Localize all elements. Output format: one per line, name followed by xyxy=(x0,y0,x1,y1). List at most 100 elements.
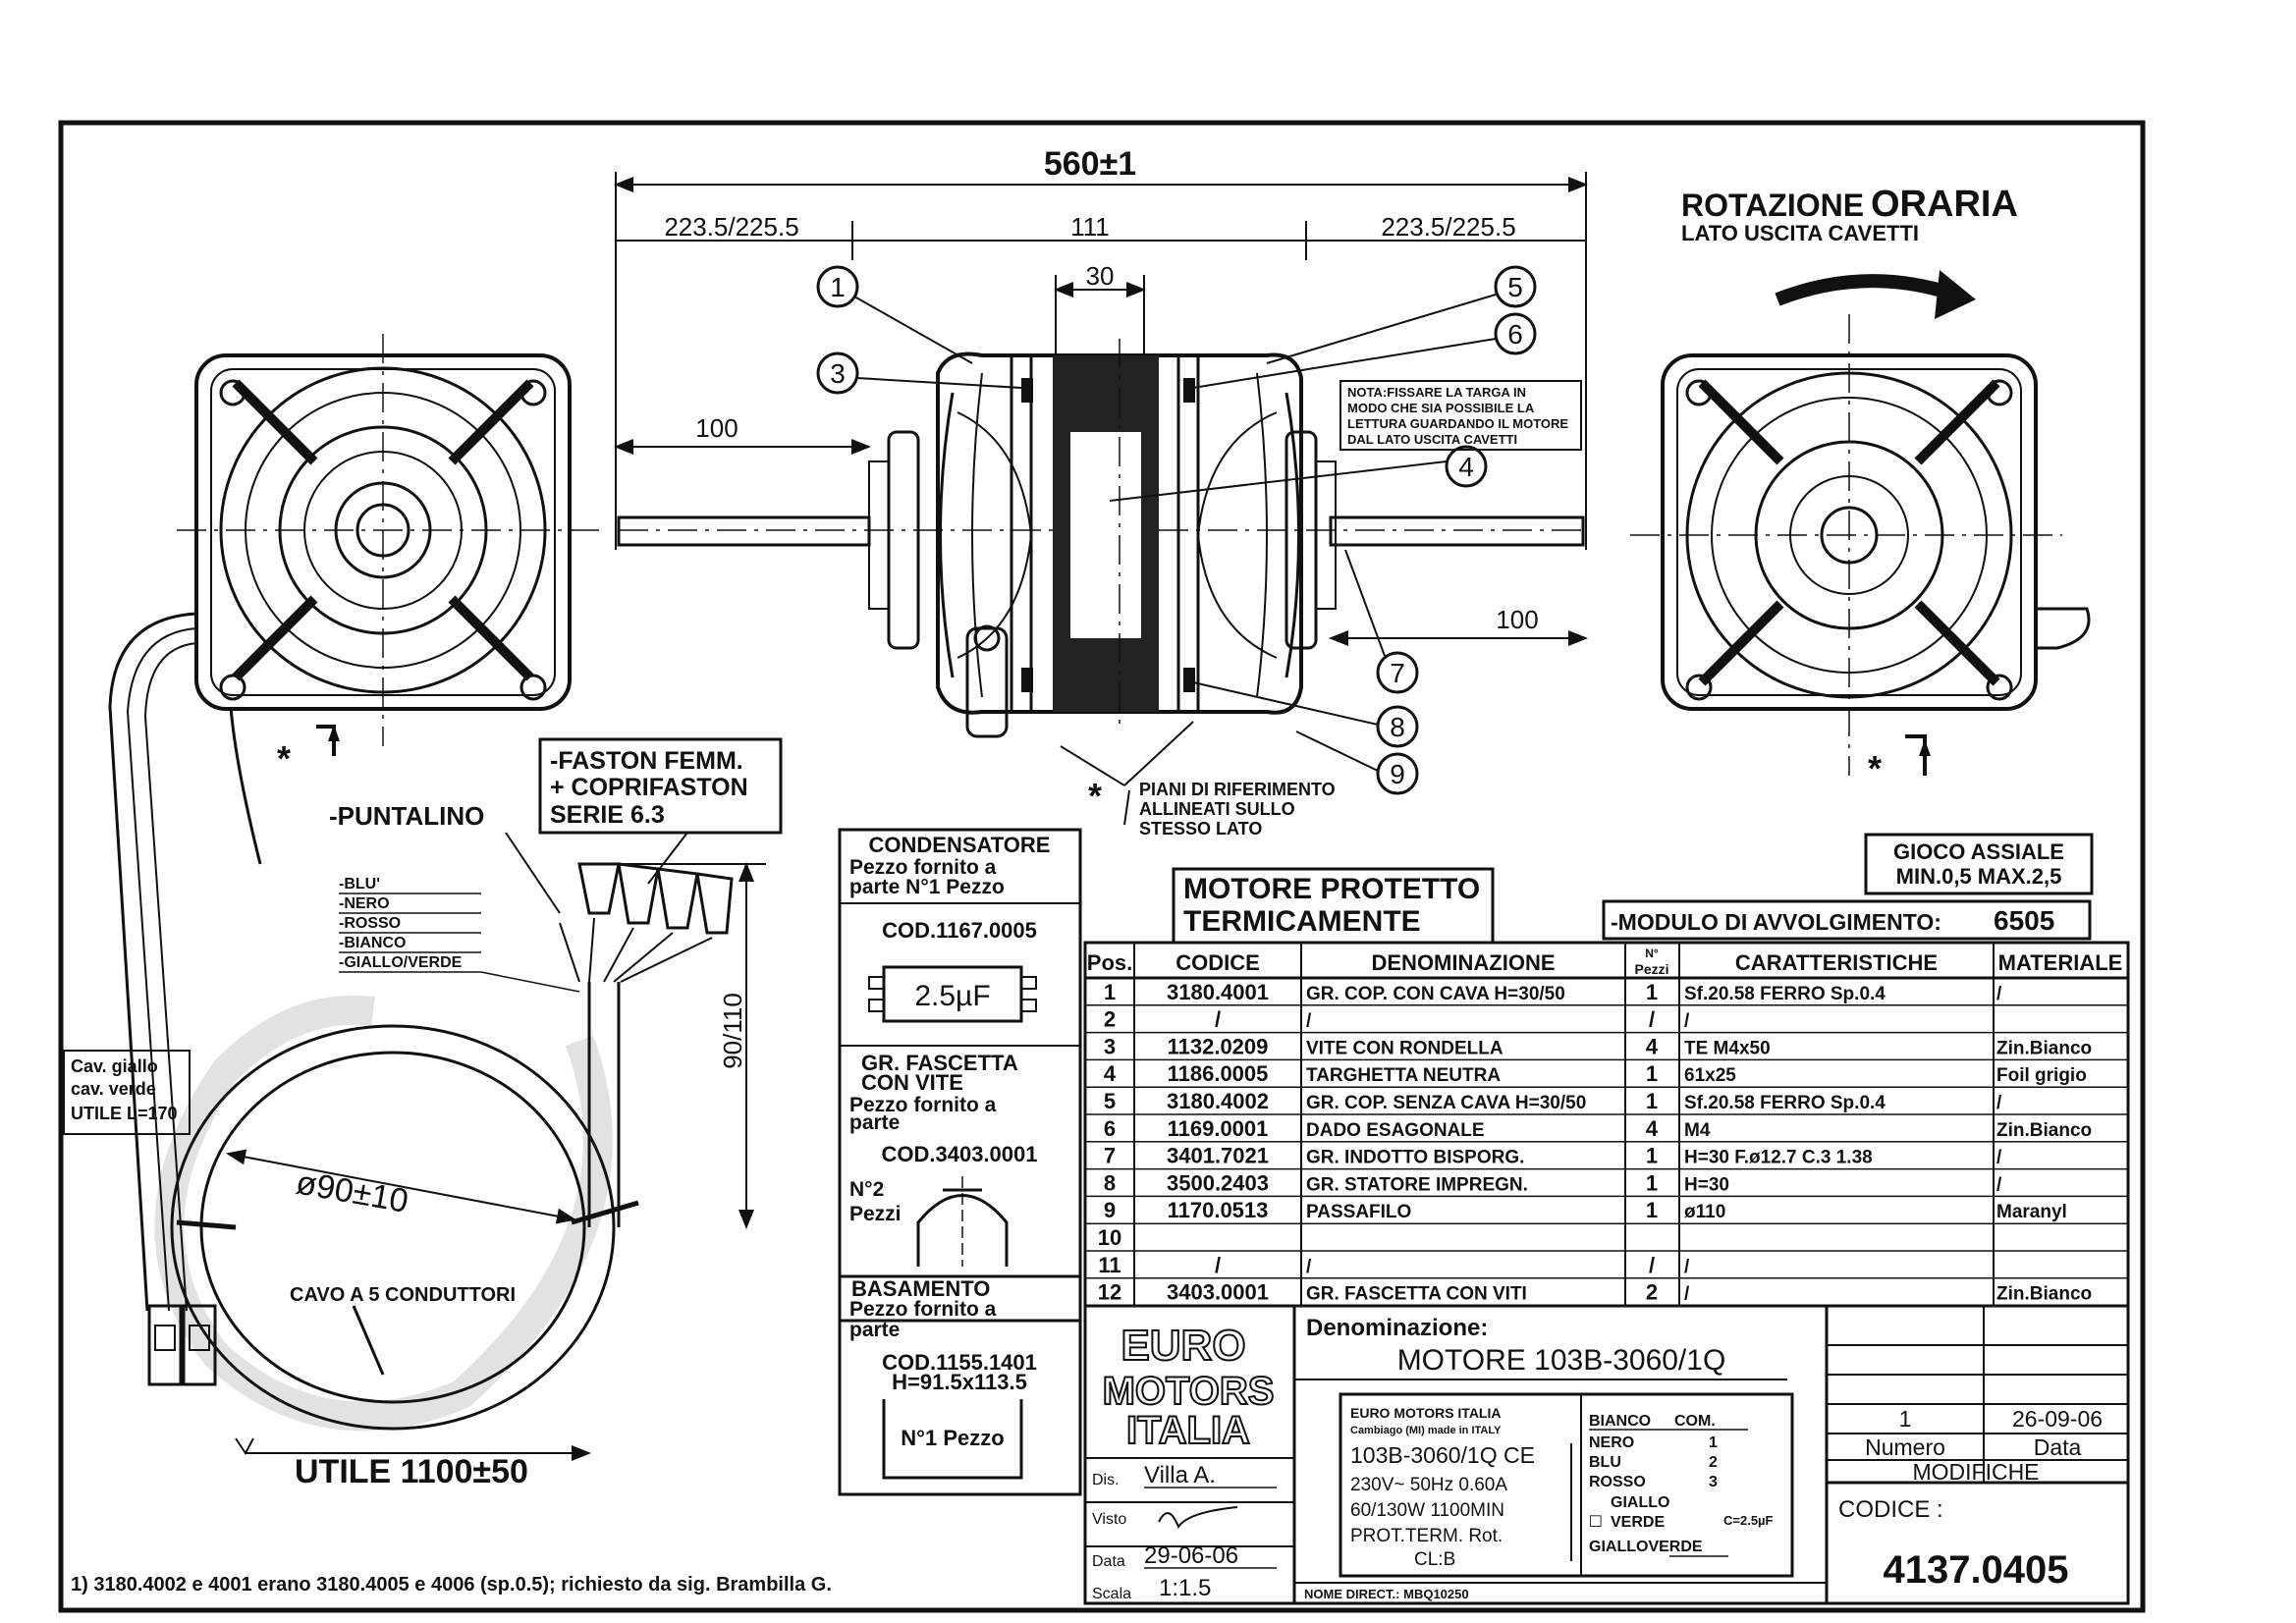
table-cell: 3401.7021 xyxy=(1167,1144,1269,1168)
svg-text:EURO MOTORS ITALIA: EURO MOTORS ITALIA xyxy=(1350,1405,1501,1421)
svg-text:Denominazione:: Denominazione: xyxy=(1306,1315,1488,1341)
svg-text:*: * xyxy=(277,738,291,779)
table-cell: / xyxy=(1649,1253,1655,1277)
callout-3: 3 xyxy=(830,358,846,389)
accessories-column: CONDENSATORE Pezzo fornito a parte N°1 P… xyxy=(838,828,1082,1323)
rotation-label: ROTAZIONE ORARIA LATO USCITA CAVETTI xyxy=(1681,184,2018,319)
svg-text:COD.1167.0005: COD.1167.0005 xyxy=(882,918,1037,943)
callout-4: 4 xyxy=(1458,452,1474,482)
table-cell: Zin.Bianco xyxy=(1996,1284,2092,1305)
table-cell: 1 xyxy=(1646,1170,1658,1195)
table-cell: GR. COP. CON CAVA H=30/50 xyxy=(1306,984,1565,1004)
svg-text:2: 2 xyxy=(1709,1454,1718,1471)
svg-text:Numero: Numero xyxy=(1865,1434,1945,1460)
svg-text:29-06-06: 29-06-06 xyxy=(1144,1542,1238,1569)
dim-right-offset: 223.5/225.5 xyxy=(1381,212,1515,242)
dim-shaft-left: 100 xyxy=(695,413,738,443)
table-cell: / xyxy=(1306,1011,1312,1032)
table-cell: 1 xyxy=(1104,980,1116,1004)
table-cell: 7 xyxy=(1104,1144,1116,1168)
svg-text:BLU: BLU xyxy=(1589,1454,1621,1471)
table-cell: GR. COP. SENZA CAVA H=30/50 xyxy=(1306,1093,1586,1113)
reference-planes-note: * PIANI DI RIFERIMENTO ALLINEATI SULLO S… xyxy=(1060,721,1336,839)
svg-text:CON VITE: CON VITE xyxy=(861,1070,963,1095)
table-cell: GR. STATORE IMPREGN. xyxy=(1306,1174,1528,1195)
svg-text:BASAMENTO: BASAMENTO xyxy=(851,1276,990,1301)
table-cell: / xyxy=(1649,1007,1655,1032)
table-headers: MOTORE PROTETTO TERMICAMENTE GIOCO ASSIA… xyxy=(1172,833,2094,945)
table-cell: Maranyl xyxy=(1996,1202,2067,1222)
svg-text:ALLINEATI SULLO: ALLINEATI SULLO xyxy=(1139,799,1295,819)
table-cell: PASSAFILO xyxy=(1306,1202,1411,1222)
title-block: EURO MOTORS ITALIA Dis. Villa A. Visto D… xyxy=(1083,1304,2130,1605)
callout-5: 5 xyxy=(1507,272,1523,302)
svg-text:CODICE: CODICE xyxy=(1175,950,1260,975)
svg-text:parte: parte xyxy=(849,1111,900,1134)
table-cell: H=30 xyxy=(1684,1174,1729,1195)
dim-shaft-right: 100 xyxy=(1496,605,1538,634)
svg-text:GIALLO: GIALLO xyxy=(1611,1494,1669,1511)
svg-text:MIN.0,5 MAX.2,5: MIN.0,5 MAX.2,5 xyxy=(1896,864,2062,889)
table-cell: 1 xyxy=(1646,980,1658,1004)
table-cell: 2 xyxy=(1104,1007,1116,1032)
table-cell: 3500.2403 xyxy=(1167,1170,1269,1195)
svg-text:Scala: Scala xyxy=(1092,1586,1131,1602)
table-cell: / xyxy=(1684,1257,1690,1277)
svg-text:UTILE L=170: UTILE L=170 xyxy=(71,1104,178,1123)
svg-text:MOTORE PROTETTO: MOTORE PROTETTO xyxy=(1183,873,1480,905)
svg-text:-MODULO DI AVVOLGIMENTO:: -MODULO DI AVVOLGIMENTO: xyxy=(1611,909,1941,935)
svg-text:CONDENSATORE: CONDENSATORE xyxy=(869,833,1051,857)
svg-text:Pezzi: Pezzi xyxy=(1634,961,1668,977)
svg-text:EURO: EURO xyxy=(1121,1322,1245,1370)
dim-overall: 560±1 xyxy=(1044,145,1136,183)
svg-text:☐: ☐ xyxy=(1589,1514,1603,1531)
table-cell: / xyxy=(1215,1007,1221,1032)
callout-8: 8 xyxy=(1390,712,1405,742)
svg-text:SERIE 6.3: SERIE 6.3 xyxy=(550,801,665,829)
motor-end-view-left: * xyxy=(177,334,604,779)
svg-text:1: 1 xyxy=(1709,1434,1718,1451)
svg-text:LATO USCITA CAVETTI: LATO USCITA CAVETTI xyxy=(1681,221,1919,245)
svg-text:60/130W 1100MIN: 60/130W 1100MIN xyxy=(1350,1500,1504,1521)
svg-text:-PUNTALINO: -PUNTALINO xyxy=(329,801,484,831)
svg-text:COM.: COM. xyxy=(1674,1413,1716,1430)
table-cell: 8 xyxy=(1104,1170,1116,1195)
table-cell: 3403.0001 xyxy=(1167,1280,1269,1305)
table-cell: 12 xyxy=(1098,1280,1121,1305)
svg-text:103B-3060/1Q CE: 103B-3060/1Q CE xyxy=(1350,1442,1535,1468)
drawing-code: 4137.0405 xyxy=(1883,1548,2068,1592)
svg-text:GIALLOVERDE: GIALLOVERDE xyxy=(1589,1539,1703,1555)
svg-text:MODIFICHE: MODIFICHE xyxy=(1912,1459,2039,1485)
callout-6: 6 xyxy=(1507,319,1523,350)
svg-text:CARATTERISTICHE: CARATTERISTICHE xyxy=(1735,950,1938,975)
table-cell: 1169.0001 xyxy=(1168,1116,1269,1141)
callouts: 1 3 4 5 6 7 8 9 xyxy=(816,265,1537,795)
callout-1: 1 xyxy=(830,272,846,302)
table-cell: DADO ESAGONALE xyxy=(1306,1120,1485,1141)
table-cell: Sf.20.58 FERRO Sp.0.4 xyxy=(1684,1093,1886,1113)
svg-text:H=91.5x113.5: H=91.5x113.5 xyxy=(892,1370,1027,1394)
table-cell: 3180.4002 xyxy=(1167,1089,1269,1113)
dim-coil-diameter: ø90±10 xyxy=(294,1163,411,1219)
svg-text:*: * xyxy=(1868,748,1882,788)
table-cell: GR. INDOTTO BISPORG. xyxy=(1306,1148,1524,1168)
svg-text:-BLU': -BLU' xyxy=(339,876,380,893)
svg-text:STESSO LATO: STESSO LATO xyxy=(1139,819,1262,839)
svg-text:ROTAZIONE: ROTAZIONE xyxy=(1681,188,1864,223)
svg-text:PIANI DI RIFERIMENTO: PIANI DI RIFERIMENTO xyxy=(1139,780,1336,799)
svg-text:MATERIALE: MATERIALE xyxy=(1998,950,2123,975)
svg-text:Data: Data xyxy=(2034,1434,2082,1460)
top-dimensions: 560±1 223.5/225.5 111 223.5/225.5 30 100… xyxy=(614,145,1588,646)
motor-side-view xyxy=(617,339,1585,738)
svg-text:N°2: N°2 xyxy=(849,1178,884,1201)
table-cell: 2 xyxy=(1646,1280,1658,1305)
svg-text:-GIALLO/VERDE: -GIALLO/VERDE xyxy=(339,954,463,971)
table-cell: 1 xyxy=(1646,1198,1658,1222)
cable-label: CAVO A 5 CONDUTTORI xyxy=(290,1284,516,1306)
svg-text:26-09-06: 26-09-06 xyxy=(2012,1406,2103,1432)
table-cell: Foil grigio xyxy=(1996,1065,2087,1086)
svg-text:C=2.5µF: C=2.5µF xyxy=(1723,1513,1774,1528)
dim-cable-drop: 90/110 xyxy=(718,993,747,1069)
svg-text:+ COPRIFASTON: + COPRIFASTON xyxy=(550,774,748,801)
svg-text:MOTORS: MOTORS xyxy=(1103,1370,1275,1413)
